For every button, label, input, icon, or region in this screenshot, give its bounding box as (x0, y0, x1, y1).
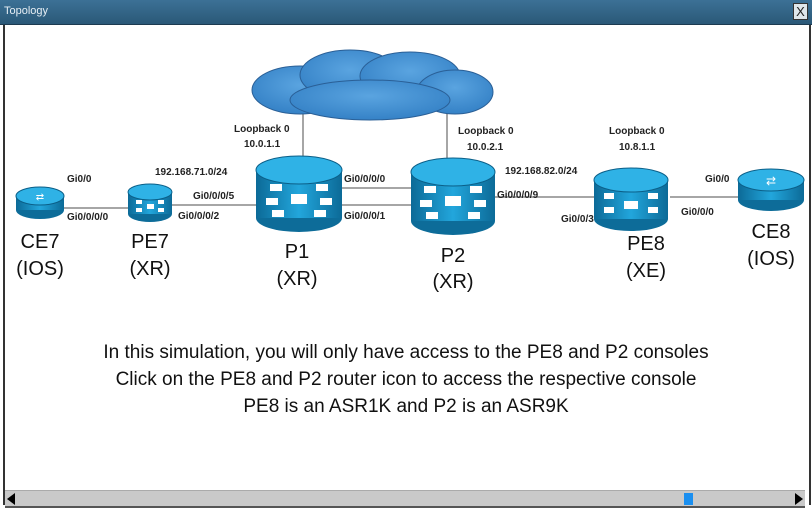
pe7-os: (XR) (129, 258, 170, 280)
p1-ip-label: 10.0.1.1 (244, 139, 281, 150)
close-button[interactable]: X (793, 3, 808, 20)
router-pe7 (127, 183, 173, 222)
p1-p2-a-interface-label: Gi0/0/0/0 (344, 174, 386, 185)
ce8-os: (IOS) (747, 248, 795, 270)
ce8-name: CE8 (752, 221, 791, 243)
ce7-pe7-interface-label: Gi0/0/0/0 (67, 212, 109, 223)
router-p2[interactable] (410, 157, 496, 235)
pe8-p2-interface-label: Gi0/0/3 (561, 214, 594, 225)
p2-ip-label: 10.0.2.1 (467, 142, 504, 153)
p1-name: P1 (285, 241, 309, 263)
horizontal-scrollbar[interactable] (5, 490, 805, 508)
scroll-right-arrow-icon[interactable] (795, 493, 803, 505)
svg-text:⇄: ⇄ (36, 192, 44, 203)
router-p1[interactable] (255, 155, 343, 232)
instruction-line-3: PE8 is an ASR1K and P2 is an ASR9K (243, 396, 569, 417)
p2-pe8-interface-label: Gi0/0/0/9 (497, 190, 539, 201)
ce7-interface-label: Gi0/0 (67, 174, 92, 185)
pe8-os: (XE) (626, 260, 666, 282)
instruction-line-1: In this simulation, you will only have a… (103, 342, 709, 363)
scroll-left-arrow-icon[interactable] (7, 493, 15, 505)
ce7-os: (IOS) (16, 258, 64, 280)
svg-text:⇄: ⇄ (766, 174, 776, 188)
window-titlebar: Topology X (0, 0, 812, 25)
router-ce8: ⇄ (737, 168, 805, 211)
scrollbar-thumb[interactable] (684, 493, 693, 505)
router-pe8[interactable] (593, 167, 669, 231)
instruction-line-2: Click on the PE8 and P2 router icon to a… (115, 369, 697, 390)
p1-os: (XR) (276, 268, 317, 290)
pe7-name: PE7 (131, 231, 169, 253)
p1-p2-b-interface-label: Gi0/0/0/1 (344, 211, 386, 222)
p1-pe7-interface-label: Gi0/0/0/5 (193, 191, 235, 202)
pe8-name: PE8 (627, 233, 665, 255)
router-ce7: ⇄ (15, 186, 65, 219)
ce7-name: CE7 (21, 231, 60, 253)
p1-loopback-label: Loopback 0 (234, 124, 290, 135)
pe8-ce8-interface-label: Gi0/0/0 (681, 207, 714, 218)
subnet-71-label: 192.168.71.0/24 (155, 167, 228, 178)
window-title: Topology (4, 5, 49, 17)
p2-loopback-label: Loopback 0 (458, 126, 514, 137)
cloud-icon (251, 49, 494, 121)
p2-os: (XR) (432, 271, 473, 293)
links (60, 110, 740, 209)
pe7-p1-interface-label: Gi0/0/0/2 (178, 211, 220, 222)
p2-name: P2 (441, 245, 465, 267)
pe8-ip-label: 10.8.1.1 (619, 142, 656, 153)
subnet-82-label: 192.168.82.0/24 (505, 166, 578, 177)
pe8-loopback-label: Loopback 0 (609, 126, 665, 137)
ce8-interface-label: Gi0/0 (705, 174, 730, 185)
